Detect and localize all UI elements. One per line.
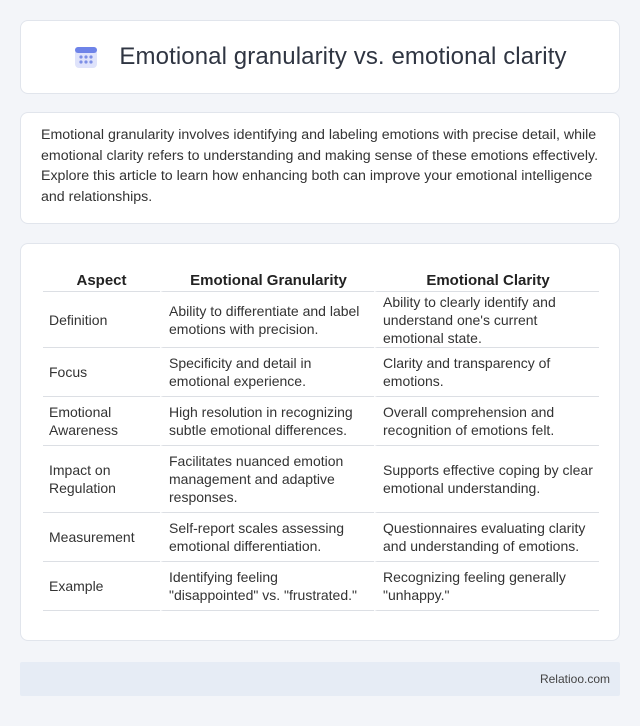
clarity-cell: Ability to clearly identify and understa…	[374, 292, 599, 348]
granularity-cell: High resolution in recognizing subtle em…	[160, 397, 374, 446]
aspect-cell: Emotional Awareness	[43, 397, 160, 446]
aspect-cell: Example	[43, 562, 160, 611]
granularity-cell: Identifying feeling "disappointed" vs. "…	[160, 562, 374, 611]
table-row: Emotional Awareness High resolution in r…	[43, 397, 599, 446]
comparison-table: Aspect Emotional Granularity Emotional C…	[43, 264, 599, 611]
comparison-card: Aspect Emotional Granularity Emotional C…	[20, 243, 620, 641]
clarity-cell: Questionnaires evaluating clarity and un…	[374, 513, 599, 562]
clarity-cell: Overall comprehension and recognition of…	[374, 397, 599, 446]
granularity-cell: Specificity and detail in emotional expe…	[160, 348, 374, 397]
footer-brand: Relatioo.com	[539, 672, 610, 686]
clarity-cell: Recognizing feeling generally "unhappy."	[374, 562, 599, 611]
table-row: Measurement Self-report scales assessing…	[43, 513, 599, 562]
clarity-cell: Clarity and transparency of emotions.	[374, 348, 599, 397]
aspect-cell: Impact on Regulation	[43, 446, 160, 513]
page-title: Emotional granularity vs. emotional clar…	[119, 43, 567, 70]
granularity-cell: Facilitates nuanced emotion management a…	[160, 446, 374, 513]
table-row: Definition Ability to differentiate and …	[43, 292, 599, 348]
table-header-row: Aspect Emotional Granularity Emotional C…	[43, 264, 599, 292]
intro-card: Emotional granularity involves identifyi…	[20, 112, 620, 224]
header-clarity: Emotional Clarity	[374, 264, 599, 292]
clarity-cell: Supports effective coping by clear emoti…	[374, 446, 599, 513]
aspect-cell: Measurement	[43, 513, 160, 562]
header-aspect: Aspect	[43, 264, 160, 292]
title-card: Emotional granularity vs. emotional clar…	[20, 20, 620, 94]
header-granularity: Emotional Granularity	[160, 264, 374, 292]
table-row: Focus Specificity and detail in emotiona…	[43, 348, 599, 397]
table-row: Impact on Regulation Facilitates nuanced…	[43, 446, 599, 513]
calendar-icon	[75, 47, 98, 68]
table-row: Example Identifying feeling "disappointe…	[43, 562, 599, 611]
granularity-cell: Ability to differentiate and label emoti…	[160, 292, 374, 348]
footer: Relatioo.com	[20, 662, 620, 696]
aspect-cell: Definition	[43, 292, 160, 348]
granularity-cell: Self-report scales assessing emotional d…	[160, 513, 374, 562]
intro-text: Emotional granularity involves identifyi…	[41, 127, 599, 205]
aspect-cell: Focus	[43, 348, 160, 397]
